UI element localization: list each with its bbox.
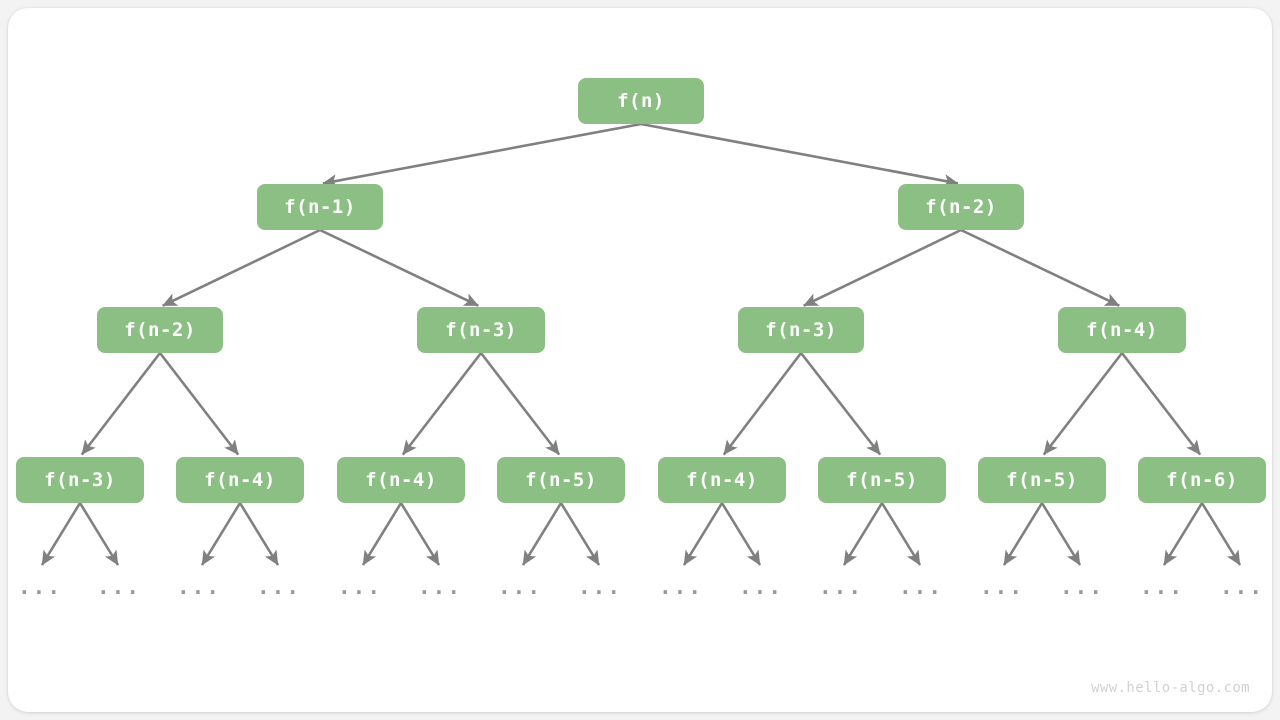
tree-node-n11: f(n-4) [658, 457, 786, 503]
tree-node-n4: f(n-3) [417, 307, 545, 353]
ellipsis-marker: ... [1220, 575, 1264, 599]
tree-node-n6: f(n-4) [1058, 307, 1186, 353]
tree-node-n12: f(n-5) [818, 457, 946, 503]
tree-node-n8: f(n-4) [176, 457, 304, 503]
ellipsis-marker: ... [257, 575, 301, 599]
tree-node-n7: f(n-3) [16, 457, 144, 503]
ellipsis-marker: ... [578, 575, 622, 599]
ellipsis-marker: ... [418, 575, 462, 599]
tree-node-n2: f(n-2) [898, 184, 1024, 230]
tree-node-n9: f(n-4) [337, 457, 465, 503]
ellipsis-marker: ... [739, 575, 783, 599]
ellipsis-marker: ... [1060, 575, 1104, 599]
ellipsis-marker: ... [18, 575, 62, 599]
ellipsis-marker: ... [338, 575, 382, 599]
ellipsis-marker: ... [819, 575, 863, 599]
tree-node-n3: f(n-2) [97, 307, 223, 353]
ellipsis-marker: ... [980, 575, 1024, 599]
tree-node-n13: f(n-5) [978, 457, 1106, 503]
tree-node-n5: f(n-3) [738, 307, 864, 353]
ellipsis-marker: ... [659, 575, 703, 599]
ellipsis-marker: ... [498, 575, 542, 599]
ellipsis-marker: ... [97, 575, 141, 599]
watermark-label: www.hello-algo.com [1091, 680, 1250, 696]
ellipsis-marker: ... [177, 575, 221, 599]
tree-node-n0: f(n) [578, 78, 704, 124]
tree-node-n14: f(n-6) [1138, 457, 1266, 503]
ellipsis-marker: ... [899, 575, 943, 599]
ellipsis-marker: ... [1140, 575, 1184, 599]
tree-node-n1: f(n-1) [257, 184, 383, 230]
tree-node-n10: f(n-5) [497, 457, 625, 503]
